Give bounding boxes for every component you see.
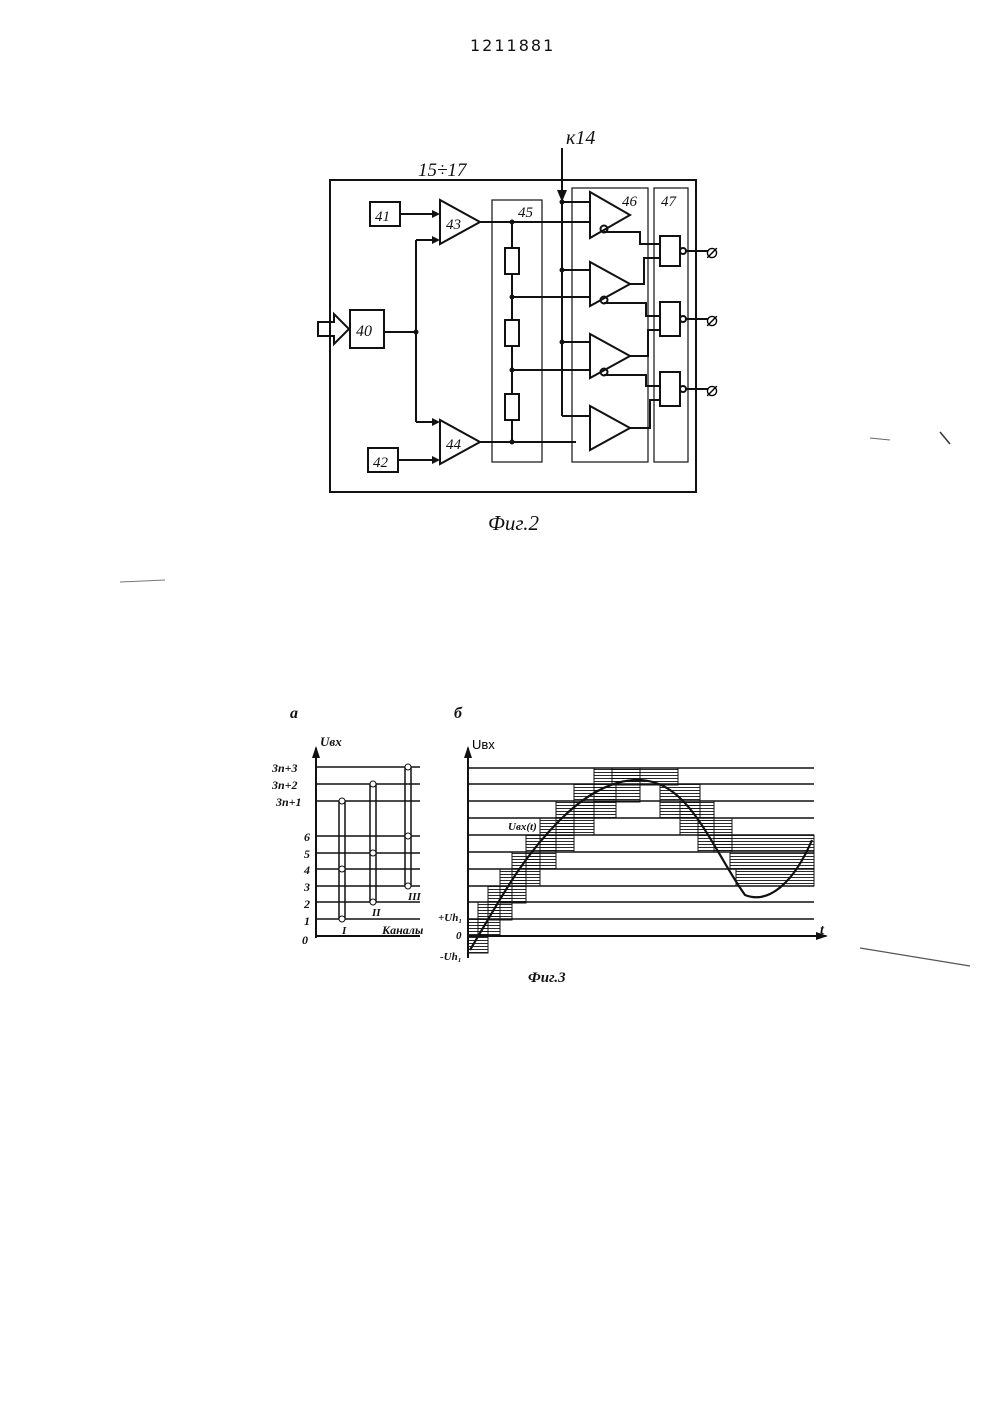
tick-zero: 0	[456, 930, 462, 942]
channel-3-label: III	[407, 891, 422, 903]
tick-0: 0	[302, 933, 308, 947]
panel-a-ticks: 0 1 2 3 4 5 6 3n+1 3n+2 3n+3	[271, 761, 310, 947]
comparator-3	[590, 334, 630, 378]
arrow-42-44	[432, 456, 440, 464]
block-45-frame	[492, 200, 542, 462]
divider-bottom-node	[510, 440, 515, 445]
output-terminal-3: ⌀	[706, 377, 718, 401]
comparator-2	[590, 262, 630, 306]
gate-2-inv	[680, 316, 686, 322]
tick-3: 3	[303, 880, 310, 894]
fig2-caption: Фиг.2	[488, 511, 540, 535]
tick-4: 4	[303, 863, 310, 877]
tick-plus-uh: +Uh₁	[438, 912, 462, 924]
resistor-1	[505, 248, 519, 274]
panel-b-label: б	[454, 705, 463, 722]
amp-43-label: 43	[446, 217, 461, 233]
input-label: к14	[566, 127, 595, 149]
divider-top-node	[510, 220, 515, 225]
scan-mark-1	[940, 432, 950, 444]
arrow-to-44	[432, 418, 440, 426]
panel-a-y-arrow	[312, 746, 320, 758]
figure-2: 15÷17 к14 40 41 42 43 44	[318, 127, 718, 535]
ch3-node-top	[405, 764, 411, 770]
panel-a-y-label: Uвх	[320, 734, 342, 749]
panel-b-ticks: +Uh₁ 0 -Uh₁	[438, 912, 462, 963]
output-terminal-1: ⌀	[706, 239, 718, 263]
scan-mark-3	[860, 948, 970, 966]
ch3-node-6	[405, 833, 411, 839]
channel-1-label: I	[341, 925, 347, 937]
panel-a-label: а	[290, 705, 298, 722]
fig3-caption: Фиг.3	[528, 970, 566, 986]
panel-b-y-arrow	[464, 746, 472, 758]
block-45-label: 45	[518, 205, 534, 221]
panel-b-y-label: Uвх	[472, 737, 495, 752]
scan-mark-4	[120, 580, 165, 582]
range-label: 15÷17	[418, 160, 468, 181]
ch3-node-3	[405, 883, 411, 889]
block-40-label: 40	[356, 323, 372, 340]
output-terminal-2: ⌀	[706, 307, 718, 331]
ch1-node-1	[339, 916, 345, 922]
tick-3n3: 3n+3	[271, 761, 298, 775]
ch2-node-5	[370, 850, 376, 856]
panel-a-x-label: Каналы	[381, 923, 423, 937]
comp1-out-a	[604, 232, 660, 244]
gate-3-inv	[680, 386, 686, 392]
comparator-4	[590, 406, 630, 450]
arrow-41-43	[432, 210, 440, 218]
gate-1	[660, 236, 680, 266]
ch2-node-2	[370, 899, 376, 905]
comp4-out	[630, 400, 660, 428]
scan-mark-2	[870, 438, 890, 440]
comp2-out-b	[604, 303, 660, 316]
tick-2: 2	[303, 897, 310, 911]
channel-2-label: II	[371, 907, 381, 919]
gate-1-inv	[680, 248, 686, 254]
bus-input-arrow	[318, 314, 349, 344]
tick-3n2: 3n+2	[271, 778, 298, 792]
tick-1: 1	[304, 914, 310, 928]
channel-3-bar	[405, 767, 411, 886]
arrow-to-43	[432, 236, 440, 244]
amp-44-label: 44	[446, 437, 462, 453]
block-46-frame	[572, 188, 648, 462]
comp3-out-a	[630, 330, 660, 356]
tick-minus-uh: -Uh₁	[440, 951, 462, 963]
tick-5: 5	[304, 847, 310, 861]
resistor-2	[505, 320, 519, 346]
resistor-3	[505, 394, 519, 420]
block-41-label: 41	[375, 209, 390, 225]
curve-label: Uвх(t)	[508, 821, 537, 833]
ch1-node-4	[339, 866, 345, 872]
gate-3	[660, 372, 680, 406]
figure-3a: а Uвх 0 1 2 3 4 5 6 3n+1 3n+2 3n+3	[271, 705, 423, 947]
figure-3b: б Uвх t	[438, 705, 828, 963]
comp2-out-a	[630, 258, 660, 284]
tick-3n1: 3n+1	[275, 795, 302, 809]
block-47-label: 47	[661, 194, 678, 210]
ch2-node-top	[370, 781, 376, 787]
gate-2	[660, 302, 680, 336]
comp3-out-b	[604, 375, 660, 386]
block-46-label: 46	[622, 194, 638, 210]
block-42-label: 42	[373, 455, 389, 471]
tick-6: 6	[304, 830, 310, 844]
ch1-node-top	[339, 798, 345, 804]
quantization-bands	[468, 768, 814, 953]
